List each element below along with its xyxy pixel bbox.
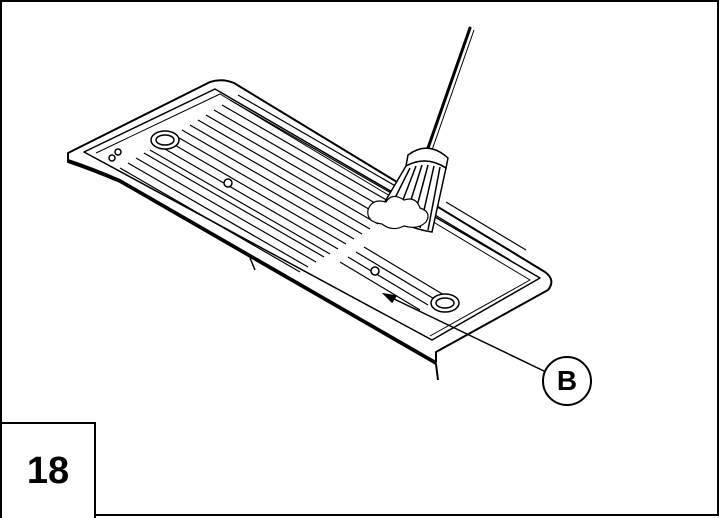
callout-leader-line: [381, 292, 547, 373]
callout-label: B: [556, 365, 578, 396]
callout-circle: [542, 356, 592, 406]
step-number: 18: [26, 449, 70, 492]
step-number-box: 18: [0, 422, 96, 518]
wheel-wells: [108, 130, 460, 313]
floor-ribs: [119, 94, 527, 311]
dust-cloud: [367, 195, 429, 230]
truck-bed-floor: [67, 79, 553, 381]
